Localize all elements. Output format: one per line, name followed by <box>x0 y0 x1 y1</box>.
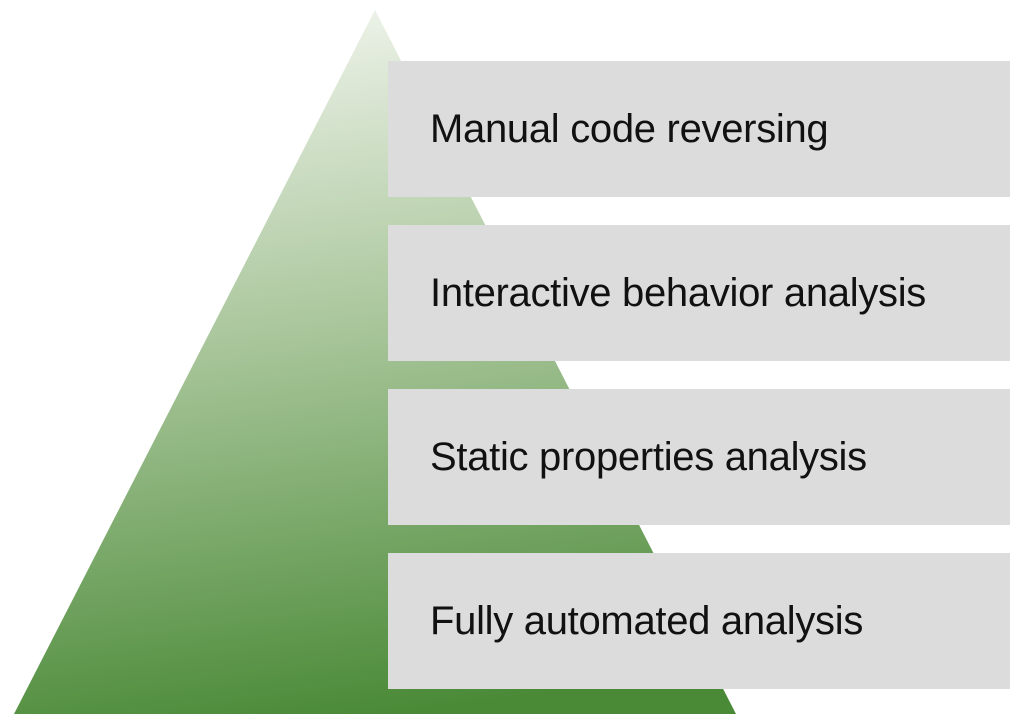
level-label: Fully automated analysis <box>430 598 864 643</box>
pyramid-shape <box>14 10 736 714</box>
pyramid-level-interactive-behavior-analysis: Interactive behavior analysis <box>388 225 1010 361</box>
level-label: Interactive behavior analysis <box>430 270 927 315</box>
level-label: Static properties analysis <box>430 434 867 479</box>
level-label: Manual code reversing <box>430 106 829 151</box>
pyramid-level-manual-code-reversing: Manual code reversing <box>388 61 1010 197</box>
pyramid-level-fully-automated-analysis: Fully automated analysis <box>388 553 1010 689</box>
pyramid-level-static-properties-analysis: Static properties analysis <box>388 389 1010 525</box>
